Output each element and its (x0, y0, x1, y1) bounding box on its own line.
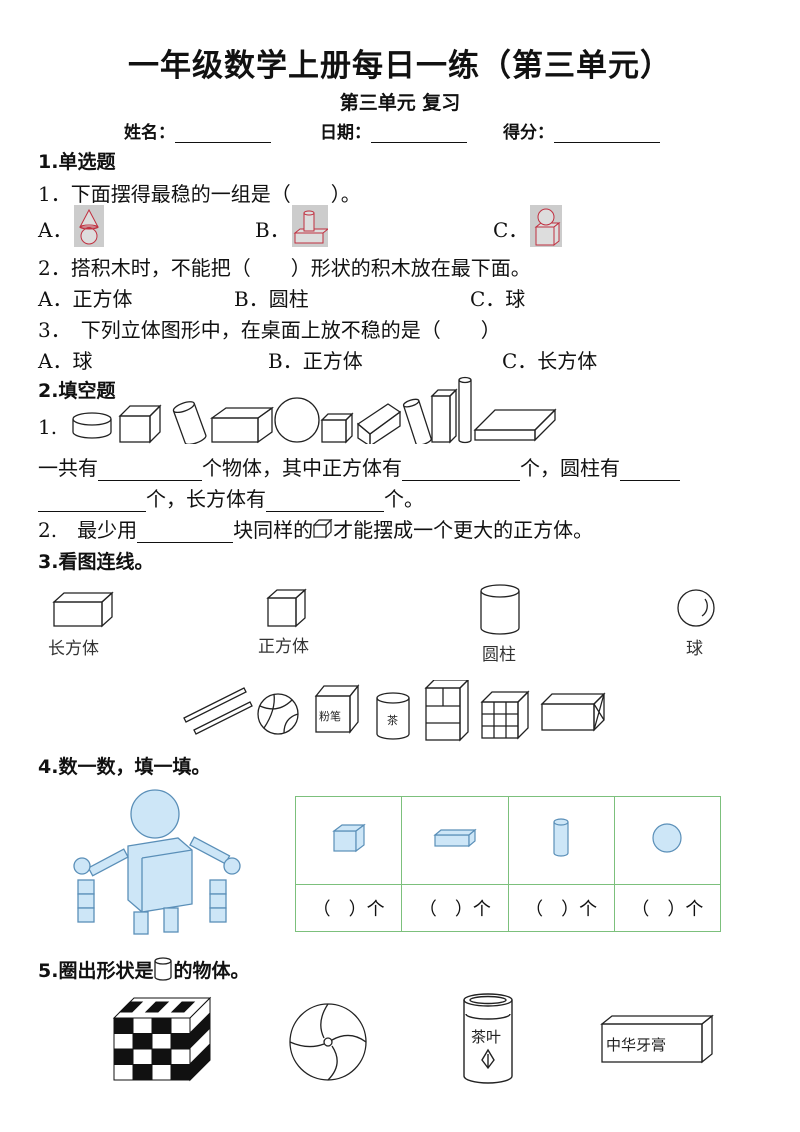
q1-2-option-c[interactable]: C．球 (470, 287, 526, 311)
cabinet-image[interactable] (424, 680, 469, 742)
date-label: 日期： (320, 123, 371, 143)
section4-heading: 4.数一数，填一填。 (38, 756, 211, 778)
chopsticks-image[interactable] (183, 687, 253, 735)
q1-1-option-c: C． (493, 218, 529, 242)
toothpaste-box-image[interactable]: 中华牙膏 (600, 1014, 716, 1064)
chalk-box-image[interactable]: 粉笔 (314, 684, 360, 734)
cylinder-on-block-image[interactable] (292, 205, 328, 247)
score-label: 得分： (503, 123, 554, 143)
q1-1-stem: 1．下面摆得最稳的一组是（ ）。 (38, 182, 361, 206)
count-cube-cell (294, 796, 403, 885)
volleyball-image[interactable] (257, 693, 299, 735)
cylinder-count-blank[interactable] (620, 459, 680, 481)
q1-3-option-c[interactable]: C．长方体 (502, 349, 598, 373)
q1-3-option-a[interactable]: A．球 (38, 349, 93, 373)
q2-1-line2: 个，长方体有个。 (38, 483, 424, 512)
gift-box-image[interactable] (540, 692, 606, 732)
label-sphere[interactable]: 球 (686, 639, 703, 659)
score-field[interactable]: 得分： (503, 118, 660, 143)
name-label: 姓名： (124, 123, 175, 143)
count-sphere-cell (613, 796, 722, 885)
cube-count-blank[interactable] (402, 459, 520, 481)
q2-2-line: 2. 最少用块同样的才能摆成一个更大的正方体。 (38, 518, 594, 543)
robot-figure-image (73, 789, 241, 935)
name-field[interactable]: 姓名： (124, 118, 271, 143)
sphere-icon (652, 823, 682, 853)
checkered-cube-image[interactable] (112, 996, 212, 1082)
label-cuboid[interactable]: 长方体 (48, 639, 99, 659)
page-subtitle: 第三单元 复习 (339, 92, 461, 114)
q1-2-option-a[interactable]: A．正方体 (38, 287, 133, 311)
label-cylinder[interactable]: 圆柱 (482, 645, 516, 665)
svg-text:中华牙膏: 中华牙膏 (606, 1036, 666, 1054)
section5-heading: 5.圈出形状是的物体。 (38, 956, 249, 983)
q1-1-option-b: B． (255, 218, 290, 242)
cylinder-icon (154, 957, 173, 981)
q2-1-number: 1. (38, 415, 58, 439)
solids-row-image (72, 376, 557, 444)
cuboid-shape-image (52, 591, 114, 628)
sphere-count-answer[interactable]: （ ）个 (613, 884, 722, 932)
cylinder-shape-image (480, 584, 520, 635)
everyday-objects-row: 粉笔 茶 (183, 680, 606, 742)
tea-can-image[interactable]: 茶 (376, 692, 410, 740)
q1-3-option-b[interactable]: B．正方体 (268, 349, 363, 373)
section1-heading: 1.单选题 (38, 151, 116, 173)
count-cuboid-cell (401, 796, 509, 885)
beach-ball-image[interactable] (286, 1000, 370, 1084)
shape-count-table: （ ）个 （ ）个 （ ）个 （ ）个 (294, 796, 722, 932)
cylinder-icon (553, 818, 569, 857)
sphere-on-cube-image[interactable] (530, 205, 562, 247)
total-count-blank[interactable] (98, 459, 202, 481)
rubik-cube-image[interactable] (480, 690, 530, 740)
small-cube-icon (312, 518, 333, 539)
count-cylinder-cell (507, 796, 615, 885)
min-cubes-blank[interactable] (137, 521, 234, 543)
cone-on-sphere-image[interactable] (74, 205, 104, 247)
cylinder-count-answer[interactable]: （ ）个 (507, 884, 615, 932)
q1-3-stem: 3． 下列立体图形中，在桌面上放不稳的是（ ） (38, 318, 501, 342)
cuboid-count-answer[interactable]: （ ）个 (401, 884, 509, 932)
sphere-shape-image (677, 589, 715, 627)
section2-heading: 2.填空题 (38, 380, 116, 402)
q1-1-option-a: A． (38, 218, 73, 242)
svg-text:粉笔: 粉笔 (319, 709, 341, 723)
cuboid-count-blank[interactable] (266, 490, 384, 512)
cube-count-answer[interactable]: （ ）个 (294, 884, 403, 932)
tea-can-image[interactable]: 茶叶 (460, 992, 516, 1086)
q1-2-stem: 2．搭积木时，不能把（ ）形状的积木放在最下面。 (38, 256, 531, 280)
cube-icon (331, 823, 366, 853)
svg-text:茶叶: 茶叶 (471, 1028, 501, 1046)
cuboid-icon (433, 828, 477, 848)
q1-2-option-b[interactable]: B．圆柱 (234, 287, 309, 311)
section3-heading: 3.看图连线。 (38, 551, 154, 573)
q2-1-line1: 一共有个物体，其中正方体有个，圆柱有 (38, 452, 680, 481)
page-title: 一年级数学上册每日一练（第三单元） (128, 48, 672, 84)
date-field[interactable]: 日期： (320, 118, 467, 143)
svg-text:茶: 茶 (387, 714, 398, 727)
label-cube[interactable]: 正方体 (258, 637, 309, 657)
cube-shape-image (266, 588, 307, 628)
